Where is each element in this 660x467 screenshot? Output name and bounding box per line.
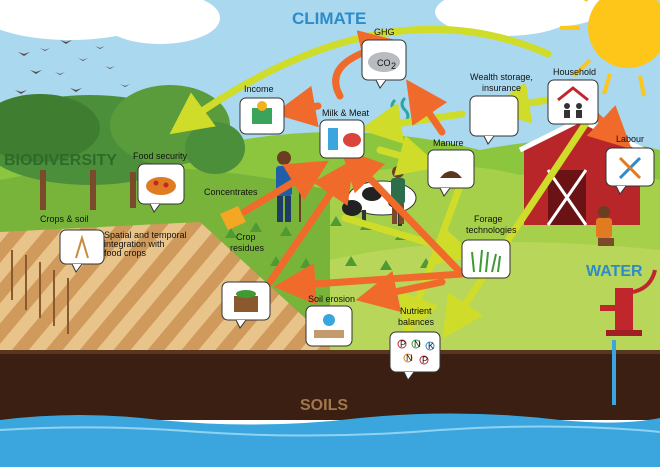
arrow-household-to-nutrients: [442, 116, 592, 339]
node-ghg[interactable]: CO 2: [361, 39, 407, 89]
nutrient-circle: [425, 341, 435, 351]
node-wealth-label-line1: Wealth storage,: [470, 72, 533, 82]
nutrient-letter: P: [400, 339, 406, 349]
node-nutrient-label-line2: balances: [398, 317, 435, 327]
node-milk-meat[interactable]: [319, 119, 365, 159]
food-item: [153, 180, 159, 186]
node-crop-residues[interactable]: [221, 281, 271, 329]
node-food-security-label: Food security: [133, 151, 188, 161]
house-family-icon: [557, 86, 589, 102]
food-item: [163, 182, 169, 188]
farmer-kneeling-icon: [596, 206, 614, 246]
nutrient-letter: K: [428, 341, 434, 351]
node-household[interactable]: [547, 79, 599, 125]
family-member-icon: [576, 103, 582, 109]
water-pump-icon: [600, 269, 657, 336]
node-manure[interactable]: [427, 149, 475, 197]
grass-forage-icon: [471, 249, 501, 273]
arrow-forage-to-soil-erosion: [355, 270, 446, 313]
heading-water: WATER: [586, 263, 643, 280]
family-member-icon: [564, 103, 570, 109]
arrow-field-to-forage: [341, 214, 477, 266]
node-forage-label-line1: Forage: [474, 214, 503, 224]
node-crops-soil[interactable]: [59, 229, 105, 273]
node-income-label: Income: [244, 84, 274, 94]
cloud-left-icon: [0, 0, 220, 44]
node-concentrates-label: Concentrates: [204, 187, 258, 197]
manure-pile-icon: [440, 171, 462, 178]
soil-layer: [0, 350, 660, 420]
nutrient-circle: [411, 339, 421, 349]
nutrient-circle: [419, 355, 429, 365]
arrow-manure-to-ghg: [406, 79, 448, 136]
node-nutrient-label-line1: Nutrient: [400, 306, 432, 316]
node-ghg-label: GHG: [374, 27, 395, 37]
node-wealth-label-line2: insurance: [482, 83, 521, 93]
sun-icon: [560, 0, 660, 97]
milk-bottle-icon: [328, 128, 338, 150]
node-nutrient-balances[interactable]: P N K N P: [389, 331, 441, 381]
node-crop-residues-label-line2: residues: [230, 243, 265, 253]
coin-icon: [257, 101, 267, 111]
meat-steak-icon: [343, 133, 361, 147]
node-manure-label: Manure: [433, 138, 464, 148]
nutrient-letter: P: [422, 355, 428, 365]
groundwater: [0, 413, 660, 467]
heading-biodiversity: BIODIVERSITY: [4, 152, 117, 169]
family-body: [576, 110, 582, 118]
residue-leaves: [236, 290, 256, 298]
arrow-concentrates-to-milk-meat: [240, 160, 329, 216]
nutrient-letter: N: [406, 353, 413, 363]
node-crops-soil-label: Crops & soil: [40, 214, 89, 224]
concentrates-bag-icon[interactable]: [220, 206, 246, 230]
wheat-field-icon: [11, 250, 69, 334]
rain-drop: [323, 314, 335, 326]
arrow-milk-meat-to-income: [273, 85, 322, 128]
co2-label: CO: [377, 58, 391, 68]
food-bowl-icon: [146, 177, 176, 195]
arrow-forage-to-milk-meat: [340, 148, 466, 278]
cloud-co2-icon: [368, 52, 400, 72]
node-forage-label-line2: technologies: [466, 225, 517, 235]
node-income[interactable]: [239, 97, 285, 135]
money-icon: [252, 108, 272, 124]
node-labour[interactable]: [605, 147, 655, 195]
soil-top-edge: [0, 350, 660, 354]
node-forage[interactable]: [461, 239, 511, 279]
integration-line2: integration with: [104, 239, 165, 249]
pump-pipe: [612, 340, 616, 405]
node-wealth[interactable]: [469, 95, 519, 145]
node-household-label: Household: [553, 67, 596, 77]
arrow-milk-meat-to-manure: [376, 135, 441, 176]
water-ripple: [0, 425, 660, 437]
node-labour-label: Labour: [616, 134, 644, 144]
eroded-soil-icon: [314, 330, 344, 338]
family-body: [564, 110, 570, 118]
node-milk-meat-label: Milk & Meat: [322, 108, 370, 118]
node-soil-erosion[interactable]: [305, 305, 353, 347]
integration-line3: food crops: [104, 248, 147, 258]
node-food-security[interactable]: [137, 163, 185, 213]
nutrient-letter: N: [414, 339, 421, 349]
nutrient-circle: [397, 339, 407, 349]
co2-subscript: 2: [391, 61, 396, 71]
cloud-right-icon: [435, 0, 605, 36]
arrows-orange: [240, 30, 632, 313]
integration-line1: Spatial and temporal: [104, 230, 187, 240]
shovel-tool-icon: [618, 156, 642, 180]
heading-climate: CLIMATE: [292, 9, 366, 28]
heading-soils: SOILS: [300, 397, 348, 414]
node-crop-residues-label-line1: Crop: [236, 232, 256, 242]
nutrient-circle: [403, 353, 413, 363]
node-soil-erosion-label: Soil erosion: [308, 294, 355, 304]
wheat-bundle-icon: [75, 234, 89, 259]
residue-crate-icon: [234, 296, 258, 312]
